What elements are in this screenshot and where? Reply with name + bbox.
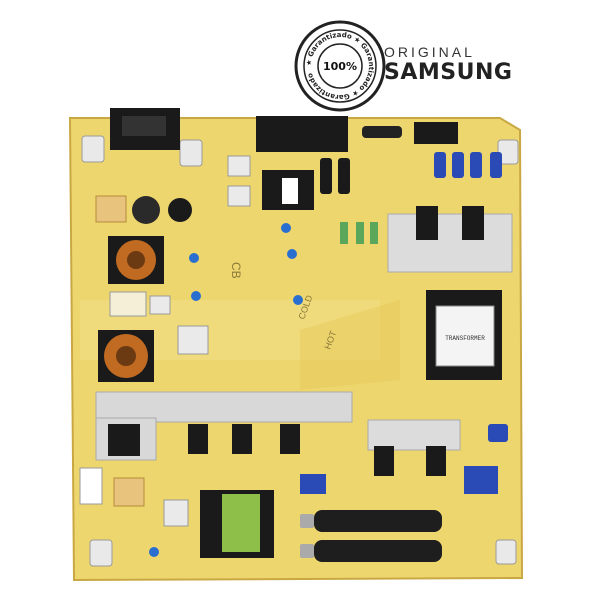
brand-samsung-logo: SAMSUNG bbox=[384, 60, 513, 85]
transformer-label: TRANSFORMER bbox=[445, 335, 485, 342]
brand-original-text: ORIGINAL bbox=[384, 44, 475, 60]
silkscreen-cb: CB bbox=[229, 262, 243, 279]
warranty-seal: ★ Garantizado ★ Garantizado ★ Garantizad… bbox=[294, 20, 386, 112]
seal-center-text: 100% bbox=[323, 60, 357, 73]
power-board: TRANSFORMER COLD HOT CB bbox=[68, 108, 524, 582]
